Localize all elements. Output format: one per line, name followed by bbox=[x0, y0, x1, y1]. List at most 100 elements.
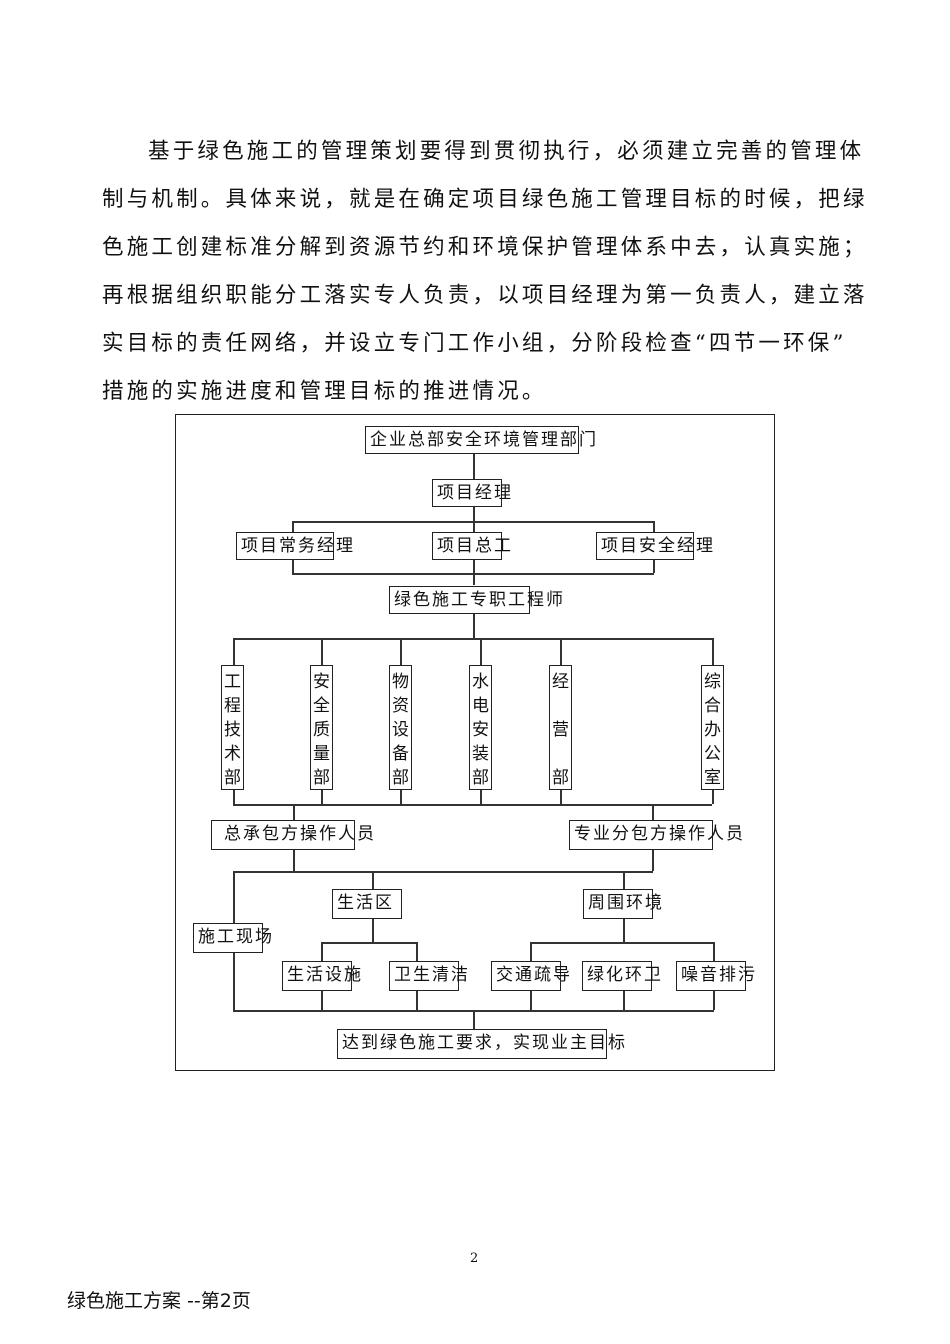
chart-node-hq: 企业总部安全环境管理部门 bbox=[365, 426, 596, 454]
chart-node-department: 水电安装部 bbox=[469, 665, 492, 790]
dept-char: 部 bbox=[313, 768, 330, 788]
connector bbox=[473, 613, 475, 638]
paragraph-line: 色施工创建标准分解到资源节约和环境保护管理体系中去，认真实施； bbox=[102, 235, 868, 260]
connector bbox=[652, 804, 654, 821]
connector bbox=[713, 990, 715, 1010]
connector bbox=[321, 789, 323, 804]
dept-char: 部 bbox=[224, 768, 241, 788]
connector bbox=[560, 638, 562, 666]
connector bbox=[233, 871, 235, 924]
paragraph-line: 基于绿色施工的管理策划要得到贯彻执行，必须建立完善的管理体 bbox=[148, 139, 865, 164]
dept-char: 办 bbox=[704, 720, 721, 740]
connector bbox=[321, 942, 323, 963]
connector bbox=[713, 942, 715, 963]
chart-node-living-area: 生活区 bbox=[332, 889, 402, 919]
dept-char: 综 bbox=[704, 672, 721, 692]
connector bbox=[372, 918, 374, 942]
chart-node-deputy: 项目总工 bbox=[432, 532, 511, 560]
dept-char: 部 bbox=[392, 768, 409, 788]
body-paragraph: 基于绿色施工的管理策划要得到贯彻执行，必须建立完善的管理体 制与机制。具体来说，… bbox=[102, 128, 868, 416]
chart-node-living-item: 生活设施 bbox=[282, 961, 361, 991]
dept-char: 部 bbox=[552, 768, 569, 788]
connector bbox=[233, 789, 235, 804]
connector bbox=[233, 871, 653, 873]
connector bbox=[530, 942, 532, 963]
dept-char: 电 bbox=[472, 696, 489, 716]
connector bbox=[372, 871, 374, 891]
connector bbox=[321, 638, 323, 666]
connector bbox=[233, 638, 712, 640]
dept-char: 经 bbox=[552, 672, 569, 692]
connector bbox=[416, 942, 418, 963]
connector bbox=[233, 953, 235, 1010]
dept-char: 全 bbox=[313, 696, 330, 716]
dept-char: 备 bbox=[392, 744, 409, 764]
dept-char: 装 bbox=[472, 744, 489, 764]
connector bbox=[530, 942, 714, 944]
dept-char: 工 bbox=[224, 672, 241, 692]
paragraph-line: 措施的实施进度和管理目标的推进情况。 bbox=[102, 379, 547, 404]
chart-node-general-contractor: 总承包方操作人员 bbox=[211, 820, 374, 850]
chart-node-deputy: 项目常务经理 bbox=[236, 532, 353, 560]
connector bbox=[293, 849, 295, 871]
org-chart: 企业总部安全环境管理部门 项目经理 项目常务经理 项目总工 项目安全经理 绿色施… bbox=[175, 414, 775, 1071]
dept-char: 公 bbox=[704, 744, 721, 764]
connector bbox=[400, 638, 402, 666]
chart-node-env-item: 噪音排污 bbox=[676, 961, 755, 991]
connector bbox=[473, 1010, 475, 1030]
paragraph-line: 再根据组织职能分工落实专人负责，以项目经理为第一负责人，建立落 bbox=[102, 283, 868, 308]
dept-char: 物 bbox=[392, 672, 409, 692]
chart-node-department: 安全质量部 bbox=[310, 665, 333, 790]
connector bbox=[530, 990, 532, 1010]
dept-char: 安 bbox=[313, 672, 330, 692]
chart-node-living-item: 卫生清洁 bbox=[389, 961, 468, 991]
dept-char: 室 bbox=[704, 768, 721, 788]
chart-node-env-item: 绿化环卫 bbox=[582, 961, 661, 991]
dept-char: 合 bbox=[704, 696, 721, 716]
chart-node-green-engineer: 绿色施工专职工程师 bbox=[389, 586, 563, 614]
dept-char: 质 bbox=[313, 720, 330, 740]
dept-char: 量 bbox=[313, 744, 330, 764]
chart-node-department: 工程技术部 bbox=[221, 665, 244, 790]
chart-node-department: 综合办公室 bbox=[701, 665, 724, 790]
dept-char: 设 bbox=[392, 720, 409, 740]
dept-char: 营 bbox=[552, 720, 569, 740]
chart-node-site: 施工现场 bbox=[193, 923, 272, 953]
chart-node-deputy: 项目安全经理 bbox=[596, 532, 713, 560]
connector bbox=[623, 918, 625, 942]
page-footer: 绿色施工方案 --第2页 bbox=[67, 1290, 251, 1312]
dept-char: 安 bbox=[472, 720, 489, 740]
paragraph-line: 制与机制。具体来说，就是在确定项目绿色施工管理目标的时候，把绿 bbox=[102, 187, 868, 212]
paragraph-line: 实目标的责任网络，并设立专门工作小组，分阶段检查“四节一环保” bbox=[102, 331, 847, 356]
connector bbox=[652, 849, 654, 871]
connector bbox=[292, 521, 654, 523]
dept-char: 水 bbox=[472, 672, 489, 692]
chart-node-subcontractor: 专业分包方操作人员 bbox=[569, 820, 743, 850]
chart-node-env-item: 交通疏导 bbox=[491, 961, 570, 991]
connector bbox=[233, 638, 235, 666]
connector bbox=[321, 942, 417, 944]
connector bbox=[416, 990, 418, 1010]
chart-node-project-manager: 项目经理 bbox=[432, 479, 511, 507]
connector bbox=[233, 804, 712, 806]
chart-node-department: 经营部 bbox=[549, 665, 572, 790]
connector bbox=[623, 871, 625, 891]
dept-char: 技 bbox=[224, 720, 241, 740]
dept-char: 部 bbox=[472, 768, 489, 788]
connector bbox=[473, 453, 475, 481]
dept-char: 术 bbox=[224, 744, 241, 764]
connector bbox=[292, 573, 654, 575]
connector bbox=[623, 990, 625, 1010]
connector bbox=[480, 638, 482, 666]
connector bbox=[712, 638, 714, 666]
chart-node-surroundings: 周围环境 bbox=[583, 889, 662, 919]
chart-node-department: 物资设备部 bbox=[389, 665, 412, 790]
connector bbox=[560, 789, 562, 804]
page-number: 2 bbox=[470, 1251, 479, 1266]
dept-char: 资 bbox=[392, 696, 409, 716]
connector bbox=[712, 789, 714, 804]
connector bbox=[480, 789, 482, 804]
connector bbox=[400, 789, 402, 804]
chart-node-goal: 达到绿色施工要求，实现业主目标 bbox=[337, 1029, 625, 1059]
connector bbox=[321, 990, 323, 1010]
